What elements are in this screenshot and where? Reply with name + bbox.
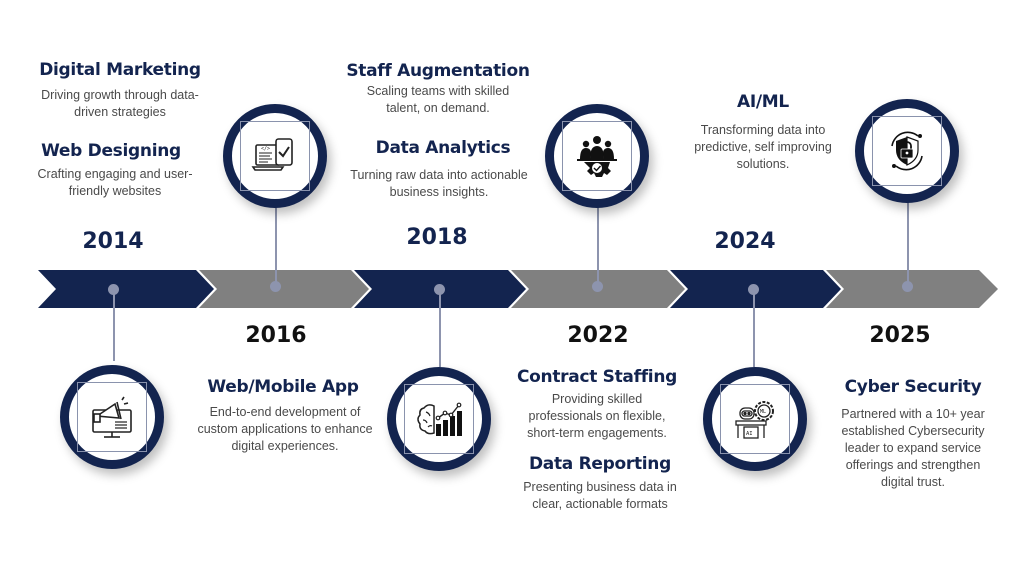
entry-desc-web-designing: Crafting engaging and user-friendly webs…	[37, 167, 193, 198]
milestone-circle-2022	[545, 104, 649, 208]
icon-frame	[872, 116, 942, 186]
connector-dot-2018	[434, 284, 445, 295]
entry-title-data-analytics: Data Analytics	[375, 138, 511, 158]
connector-2024	[753, 289, 755, 367]
connector-dot-2025	[902, 281, 913, 292]
monitor-megaphone-icon	[92, 396, 132, 438]
entry-title-staff-augmentation: Staff Augmentation	[346, 61, 530, 81]
svg-text:AI: AI	[746, 431, 753, 437]
year-2016: 2016	[245, 323, 307, 348]
connector-2016	[275, 200, 277, 286]
entry-desc-cyber-security: Partnered with a 10+ year established Cy…	[841, 407, 985, 489]
icon-frame	[720, 384, 790, 454]
connector-dot-2014	[108, 284, 119, 295]
icon-frame	[77, 382, 147, 452]
segment-2016	[199, 270, 369, 308]
entry-title-cyber-security: Cyber Security	[844, 377, 982, 397]
milestone-circle-2025	[855, 99, 959, 203]
shield-lock-icon	[891, 131, 923, 171]
icon-frame	[562, 121, 632, 191]
entry-desc-staff-augmentation: Scaling teams with skilled talent, on de…	[366, 84, 510, 115]
icon-frame	[240, 121, 310, 191]
laptop-phone-check-icon: </>	[251, 138, 293, 171]
milestone-circle-2014	[60, 365, 164, 469]
year-2022: 2022	[567, 323, 629, 348]
entry-title-digital-marketing: Digital Marketing	[39, 60, 201, 80]
entry-desc-data-analytics: Turning raw data into actionable busines…	[350, 168, 528, 199]
milestone-circle-2024: ML AI	[703, 367, 807, 471]
icon-frame	[404, 384, 474, 454]
year-2014: 2014	[82, 229, 144, 254]
svg-text:</>: </>	[261, 146, 270, 152]
connector-dot-2016	[270, 281, 281, 292]
milestone-circle-2018	[387, 367, 491, 471]
connector-dot-2024	[748, 284, 759, 295]
connector-2025	[907, 200, 909, 286]
entry-desc-data-reporting: Presenting business data in clear, actio…	[523, 480, 677, 511]
year-2025: 2025	[869, 323, 931, 348]
year-2018: 2018	[406, 225, 468, 250]
connector-2022	[597, 200, 599, 286]
entry-title-contract-staffing: Contract Staffing	[517, 367, 677, 387]
year-2024: 2024	[714, 229, 776, 254]
entry-desc-web-mobile-app: End-to-end development of custom applica…	[197, 405, 373, 453]
connector-dot-2022	[592, 281, 603, 292]
svg-text:ML: ML	[760, 409, 766, 415]
entry-title-web-mobile-app: Web/Mobile App	[207, 377, 359, 397]
entry-desc-digital-marketing: Driving growth through data-driven strat…	[41, 88, 199, 119]
entry-title-ai-ml: AI/ML	[737, 92, 789, 112]
entry-title-data-reporting: Data Reporting	[529, 454, 671, 474]
entry-desc-ai-ml: Transforming data into predictive, self …	[694, 123, 832, 171]
segment-2014	[38, 270, 214, 308]
connector-2014	[113, 289, 115, 361]
connector-2018	[439, 289, 441, 367]
entry-title-web-designing: Web Designing	[41, 141, 181, 161]
brain-chart-icon	[417, 402, 462, 436]
entry-desc-contract-staffing: Providing skilled professionals on flexi…	[527, 392, 667, 440]
milestone-circle-2016: </>	[223, 104, 327, 208]
team-gear-icon	[577, 136, 617, 177]
robot-ai-ml-icon: ML AI	[735, 401, 774, 439]
